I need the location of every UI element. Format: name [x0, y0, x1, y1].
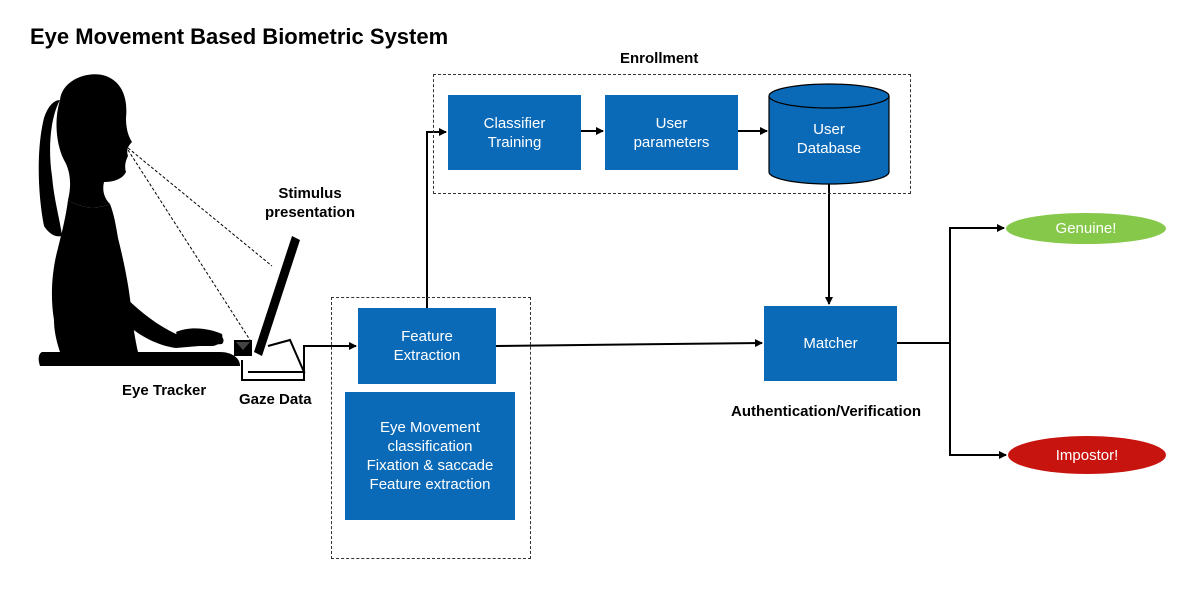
eye-movement-details-box: Eye Movement classification Fixation & s…: [345, 392, 515, 520]
user-database-label: User Database: [796, 121, 862, 157]
feature-to-classifier-arrow: [426, 128, 447, 308]
sight-line-lower: [127, 149, 251, 341]
matcher-to-genuine-arrow: [949, 224, 1005, 343]
sight-line-upper: [127, 147, 273, 267]
eye-tracker-device-icon: [234, 340, 252, 356]
eye-tracker-label: Eye Tracker: [122, 382, 207, 399]
feature-region: [331, 297, 531, 559]
diagram-title: Eye Movement Based Biometric System: [30, 24, 449, 49]
user-parameters-box: User parameters: [605, 95, 738, 170]
genuine-outcome: Genuine!: [1006, 213, 1166, 244]
stimulus-label: Stimulus presentation: [264, 185, 355, 221]
classifier-training-box: Classifier Training: [448, 95, 581, 170]
feature-to-matcher-arrow: [494, 339, 763, 348]
person-silhouette-icon: [38, 74, 240, 366]
gaze-data-arrow: [241, 342, 357, 381]
user-database-cylinder: [768, 83, 890, 185]
monitor-icon: [248, 236, 306, 373]
enrollment-label: Enrollment: [620, 50, 699, 67]
matcher-box: Matcher: [764, 306, 897, 381]
impostor-outcome: Impostor!: [1008, 436, 1166, 474]
gaze-data-label: Gaze Data: [239, 391, 312, 408]
matcher-to-impostor-arrow: [949, 343, 1007, 459]
authentication-label: Authentication/Verification: [731, 403, 922, 420]
feature-extraction-box: Feature Extraction: [358, 308, 496, 384]
enrollment-region: [433, 74, 911, 194]
